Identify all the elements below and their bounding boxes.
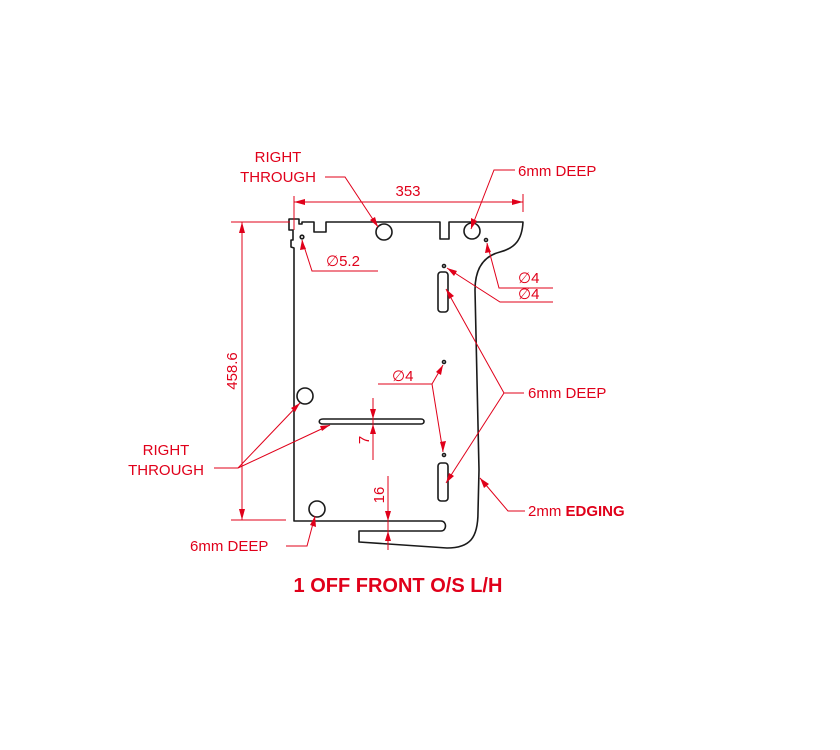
svg-text:6mm DEEP: 6mm DEEP — [528, 385, 606, 402]
svg-text:RIGHT: RIGHT — [255, 149, 302, 166]
svg-text:THROUGH: THROUGH — [128, 462, 204, 479]
svg-text:∅5.2: ∅5.2 — [326, 253, 360, 270]
dimension-height: 458.6 — [224, 221, 290, 521]
callout-right-through-left: RIGHT THROUGH — [128, 402, 331, 479]
svg-text:7: 7 — [356, 436, 373, 444]
dimension-gap: 16 — [371, 476, 391, 550]
dimension-width: 353 — [293, 183, 524, 230]
drawing-title: 1 OFF FRONT O/S L/H — [294, 575, 503, 597]
slot-lower — [437, 462, 449, 502]
svg-text:458.6: 458.6 — [224, 352, 241, 390]
callout-dia-4-pair: ∅4 ∅4 — [446, 242, 553, 303]
callout-dia-4-middle: ∅4 — [378, 364, 446, 453]
through-hole-top — [375, 223, 393, 241]
svg-text:16: 16 — [371, 487, 388, 504]
slot-upper — [437, 271, 449, 313]
through-slot-horizontal — [318, 418, 425, 425]
svg-text:353: 353 — [395, 183, 420, 200]
blind-hole-bottom — [308, 500, 326, 518]
callout-dia-5-2: ∅5.2 — [300, 239, 378, 272]
callout-6mm-deep-bottom: 6mm DEEP — [190, 515, 316, 555]
svg-text:2mm EDGING: 2mm EDGING — [528, 503, 625, 520]
callout-6mm-deep-slots: 6mm DEEP — [445, 288, 606, 484]
callout-right-through-top: RIGHT THROUGH — [240, 149, 379, 228]
svg-text:RIGHT: RIGHT — [143, 442, 190, 459]
small-hole-4-b — [441, 263, 447, 269]
svg-text:∅4: ∅4 — [518, 286, 539, 303]
svg-text:THROUGH: THROUGH — [240, 169, 316, 186]
small-hole-4-a — [483, 237, 489, 243]
svg-text:6mm DEEP: 6mm DEEP — [518, 163, 596, 180]
small-hole-5-2 — [299, 234, 305, 240]
through-hole-left — [296, 387, 314, 405]
dimension-slot-width: 7 — [356, 398, 376, 460]
svg-text:∅4: ∅4 — [518, 270, 539, 287]
callout-2mm-edging: 2mm EDGING — [479, 477, 625, 520]
callout-6mm-deep-top: 6mm DEEP — [470, 163, 596, 230]
svg-text:∅4: ∅4 — [392, 368, 413, 385]
small-hole-4-d — [441, 452, 447, 458]
small-hole-4-c — [441, 359, 447, 365]
svg-text:6mm DEEP: 6mm DEEP — [190, 538, 268, 555]
